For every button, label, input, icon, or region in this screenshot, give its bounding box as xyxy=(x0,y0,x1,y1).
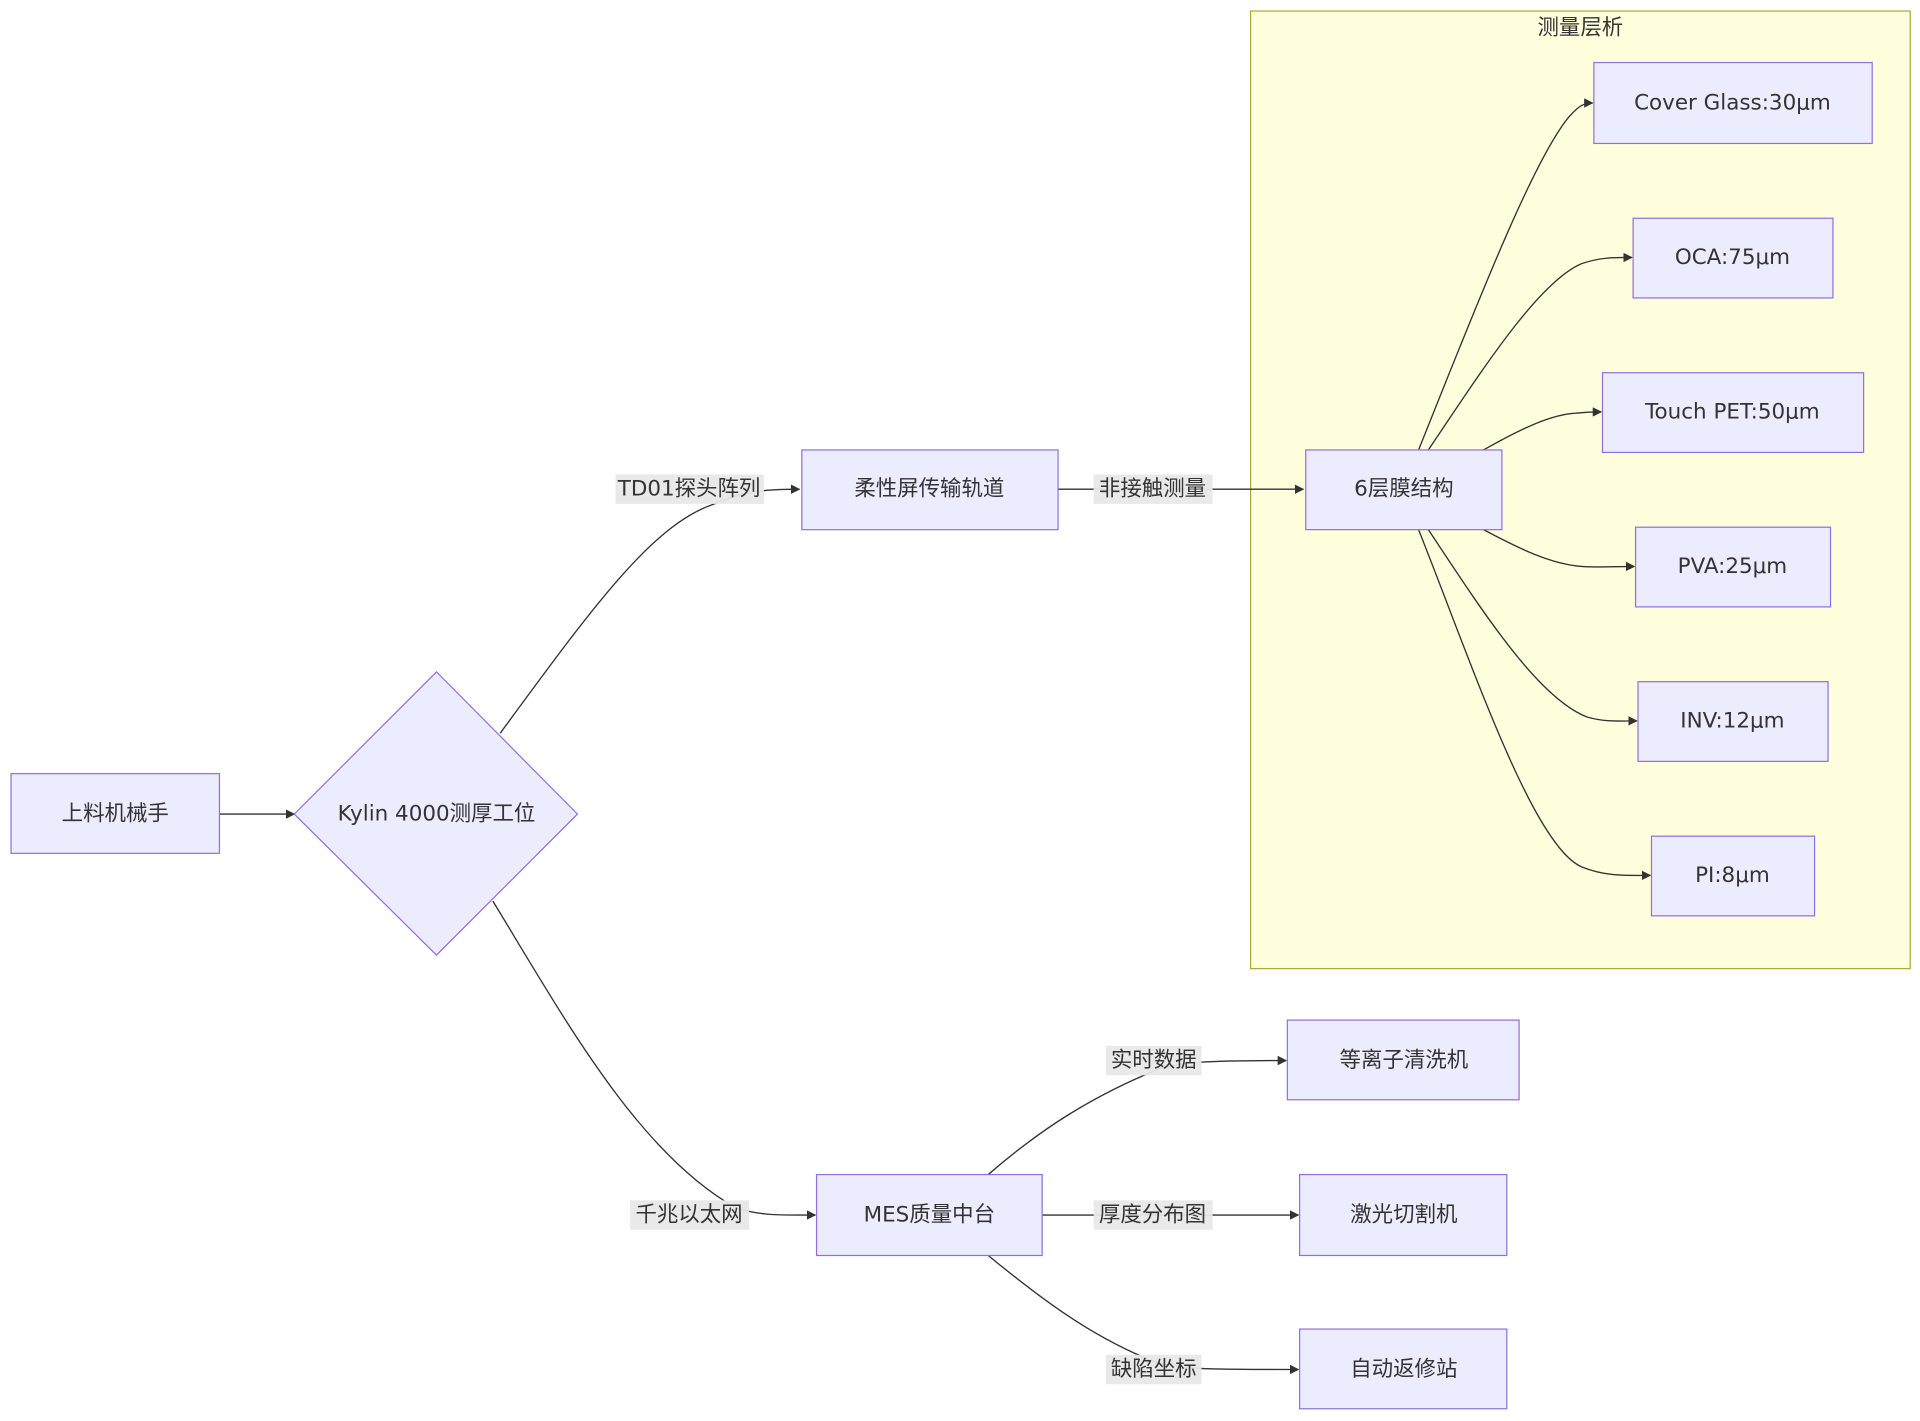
node-label: Cover Glass:30μm xyxy=(1634,90,1831,115)
node-film-structure[interactable]: 6层膜结构 xyxy=(1305,449,1503,531)
node-label: 自动返修站 xyxy=(1350,1357,1457,1382)
edge-film-oca xyxy=(1427,252,1633,451)
node-mes-quality-platform[interactable]: MES质量中台 xyxy=(815,1173,1043,1257)
node-loading-robot[interactable]: 上料机械手 xyxy=(10,773,221,854)
edge-station-mes xyxy=(492,900,817,1220)
edge-label-text: 非接触测量 xyxy=(1099,477,1206,502)
edge-mes-repair xyxy=(987,1254,1300,1375)
edge-film-inv xyxy=(1427,529,1638,726)
edge-film-pva xyxy=(1483,529,1636,572)
node-layer-pva[interactable]: PVA:25μm xyxy=(1634,526,1832,608)
edge-film-pet xyxy=(1483,407,1603,451)
edge-film-pi xyxy=(1417,529,1652,881)
node-label: Touch PET:50μm xyxy=(1644,399,1820,424)
node-label: 柔性屏传输轨道 xyxy=(854,477,1004,502)
edge-label-defect-coords: 缺陷坐标 xyxy=(1105,1354,1202,1385)
node-label: Kylin 4000测厚工位 xyxy=(338,802,536,827)
node-label: 上料机械手 xyxy=(62,802,169,827)
edges xyxy=(219,98,1652,1375)
node-plasma-cleaner[interactable]: 等离子清洗机 xyxy=(1286,1019,1520,1101)
node-layer-oca[interactable]: OCA:75μm xyxy=(1632,217,1834,299)
edge-label-realtime: 实时数据 xyxy=(1105,1045,1202,1076)
node-layer-pi[interactable]: PI:8μm xyxy=(1650,835,1816,917)
node-label: MES质量中台 xyxy=(864,1203,995,1228)
edge-label-noncontact: 非接触测量 xyxy=(1093,474,1213,504)
node-transport-track[interactable]: 柔性屏传输轨道 xyxy=(801,449,1059,531)
cluster-title: 测量层析 xyxy=(1538,16,1624,41)
node-thickness-station[interactable]: Kylin 4000测厚工位 xyxy=(293,671,579,956)
edge-label-td01: TD01探头阵列 xyxy=(615,474,764,504)
node-label: 激光切割机 xyxy=(1350,1203,1457,1228)
node-layer-cover-glass[interactable]: Cover Glass:30μm xyxy=(1593,61,1873,145)
edge-label-text: 厚度分布图 xyxy=(1099,1203,1206,1228)
edge-mes-plasma xyxy=(987,1055,1288,1176)
node-label: 等离子清洗机 xyxy=(1340,1048,1469,1073)
edge-label-ethernet: 千兆以太网 xyxy=(630,1200,750,1230)
node-layer-touch-pet[interactable]: Touch PET:50μm xyxy=(1601,372,1865,454)
node-label: PVA:25μm xyxy=(1678,554,1788,579)
node-layer-inv[interactable]: INV:12μm xyxy=(1637,681,1829,762)
node-label: OCA:75μm xyxy=(1675,245,1790,270)
node-laser-cutter[interactable]: 激光切割机 xyxy=(1299,1173,1508,1257)
edge-label-thickness-map: 厚度分布图 xyxy=(1093,1200,1213,1230)
edge-station-track xyxy=(499,484,801,734)
node-auto-repair-station[interactable]: 自动返修站 xyxy=(1299,1328,1508,1410)
node-label: PI:8μm xyxy=(1695,863,1770,888)
edge-film-cover xyxy=(1417,98,1594,451)
node-label: 6层膜结构 xyxy=(1354,477,1453,502)
edge-label-text: 实时数据 xyxy=(1111,1048,1197,1073)
edge-label-text: 千兆以太网 xyxy=(635,1203,742,1228)
edge-label-text: TD01探头阵列 xyxy=(617,477,761,502)
edge-label-text: 缺陷坐标 xyxy=(1111,1357,1197,1382)
node-label: INV:12μm xyxy=(1680,708,1784,733)
